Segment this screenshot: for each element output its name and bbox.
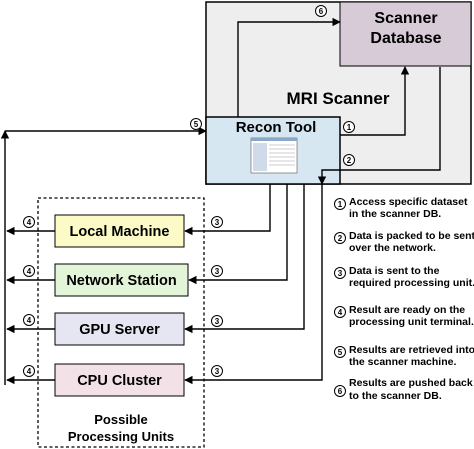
step-marker-4-gpu: 4	[23, 314, 35, 326]
svg-text:4: 4	[27, 367, 32, 376]
step-marker-4-network: 4	[23, 265, 35, 277]
svg-text:1: 1	[347, 123, 352, 132]
step-marker-4-cpu: 4	[23, 365, 35, 377]
legend-item-1-line1: Access specific dataset	[349, 196, 468, 208]
processing-units-caption-line2: Processing Units	[68, 429, 174, 444]
svg-text:2: 2	[338, 234, 343, 243]
legend-item-3-line2: required processing unit.	[349, 277, 474, 289]
arrow-step-2	[317, 67, 441, 185]
cpu-cluster-label: CPU Cluster	[77, 373, 162, 389]
legend-item-6-line1: Results are pushed back	[349, 377, 473, 389]
local-machine-box	[54, 214, 185, 248]
legend-item-4-line1: Result are ready on the	[349, 304, 465, 316]
legend-item-6-line2: to the scanner DB.	[349, 390, 442, 402]
svg-text:6: 6	[338, 387, 343, 396]
legend-item-4: 4 Result are ready on the processing uni…	[334, 304, 474, 328]
step-marker-6: 6	[315, 5, 327, 17]
step-marker-3-local: 3	[211, 216, 223, 228]
step-marker-3-gpu: 3	[211, 315, 223, 327]
svg-text:4: 4	[27, 218, 32, 227]
arrow-step-3-cpu	[184, 184, 323, 385]
svg-text:3: 3	[338, 269, 343, 278]
svg-text:1: 1	[338, 200, 343, 209]
svg-text:4: 4	[338, 308, 343, 317]
scanner-database-box	[339, 1, 472, 67]
cpu-cluster-box	[54, 363, 185, 397]
legend-item-3-line1: Data is sent to the	[349, 265, 440, 277]
arrow-step-6	[237, 17, 341, 117]
step-marker-5: 5	[190, 118, 202, 130]
arrow-step-3-network	[188, 184, 288, 285]
svg-text:4: 4	[27, 267, 32, 276]
local-machine-label: Local Machine	[70, 224, 170, 240]
legend-item-2-line2: over the network.	[349, 242, 436, 254]
gpu-server-box	[54, 312, 185, 346]
legend-item-1-line2: in the scanner DB.	[349, 208, 441, 220]
svg-text:2: 2	[347, 156, 352, 165]
svg-text:3: 3	[215, 317, 220, 326]
svg-text:3: 3	[215, 218, 220, 227]
processing-units-container	[37, 197, 205, 448]
network-station-label: Network Station	[66, 273, 176, 289]
arrow-step-1	[340, 66, 410, 136]
svg-text:6: 6	[319, 7, 324, 16]
processing-units-caption-line1: Possible	[94, 412, 147, 427]
svg-text:5: 5	[194, 120, 199, 129]
scanner-database-label-line1: Scanner	[374, 10, 437, 27]
svg-text:4: 4	[27, 316, 32, 325]
recon-tool-screenshot	[250, 137, 298, 174]
legend-item-5-line1: Results are retrieved into	[349, 344, 474, 356]
legend: 1 Access specific dataset in the scanner…	[334, 196, 474, 402]
svg-text:3: 3	[215, 367, 220, 376]
arrow-step-3-local	[184, 184, 271, 236]
gpu-server-label: GPU Server	[79, 322, 160, 338]
legend-item-5: 5 Results are retrieved into the scanner…	[334, 344, 474, 368]
network-station-box	[54, 263, 189, 297]
legend-item-2: 2 Data is packed to be sent over the net…	[334, 230, 474, 254]
scanner-database-label-line2: Database	[370, 30, 441, 47]
legend-item-2-line1: Data is packed to be sent	[349, 230, 474, 242]
legend-item-3: 3 Data is sent to the required processin…	[334, 265, 474, 289]
recon-tool-label: Recon Tool	[236, 119, 317, 136]
legend-item-6: 6 Results are pushed back to the scanner…	[334, 377, 473, 402]
step-marker-2: 2	[343, 154, 355, 166]
arrow-step-3-gpu	[184, 184, 305, 334]
legend-item-4-line2: processing unit terminal.	[349, 316, 474, 328]
step-marker-3-cpu: 3	[211, 365, 223, 377]
step-marker-4-local: 4	[23, 216, 35, 228]
svg-text:5: 5	[338, 348, 343, 357]
legend-item-5-line2: the scanner machine.	[349, 356, 456, 368]
legend-item-1: 1 Access specific dataset in the scanner…	[334, 196, 468, 220]
svg-text:3: 3	[215, 267, 220, 276]
mri-scanner-label: MRI Scanner	[287, 89, 390, 108]
step-marker-3-network: 3	[211, 265, 223, 277]
step-marker-1: 1	[343, 121, 355, 133]
